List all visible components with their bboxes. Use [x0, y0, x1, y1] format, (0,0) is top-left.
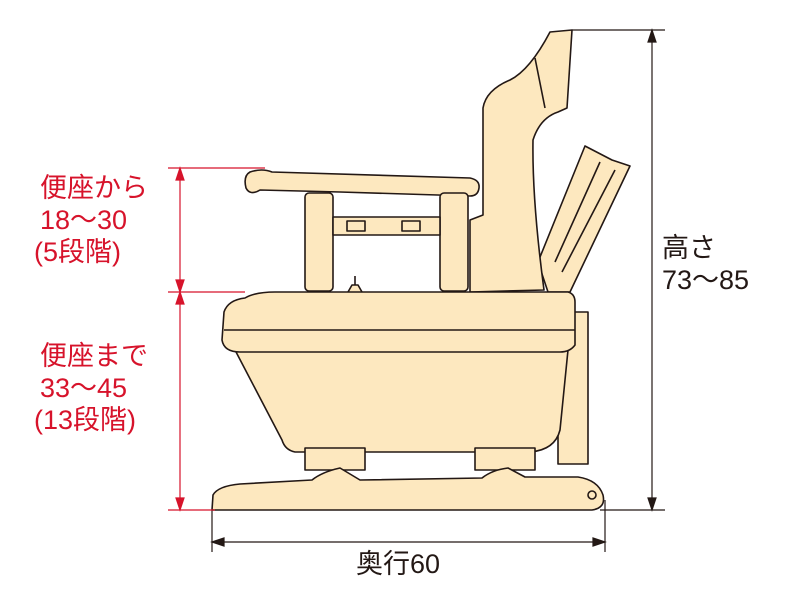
- foot-front: [304, 447, 366, 471]
- arrowhead: [592, 537, 607, 547]
- armrest: [244, 169, 480, 197]
- armrest-post-front: [304, 192, 334, 292]
- arrowhead: [175, 497, 185, 512]
- arrowhead: [647, 497, 657, 512]
- depth-label: 奥行60: [356, 548, 440, 580]
- backrest: [469, 29, 573, 293]
- arrowhead: [210, 537, 225, 547]
- crossbar-clip: [401, 220, 421, 232]
- toilet-bowl: [234, 349, 569, 453]
- label-line: 73～85: [662, 265, 750, 295]
- seat: [221, 291, 576, 353]
- label-line: 33～45: [40, 373, 128, 403]
- arrowhead: [175, 290, 185, 305]
- total-height-label: 高さ 73～85: [662, 232, 749, 296]
- label-line: 便座まで: [40, 341, 148, 371]
- label-line: 便座から: [40, 173, 148, 203]
- lid-line: [561, 169, 616, 273]
- seat-height-label: 便座まで 33～45 (13段階): [34, 340, 148, 436]
- label-line: (5段階): [34, 237, 121, 267]
- base-frame: [211, 467, 605, 511]
- arrowhead: [175, 166, 185, 181]
- armrest-height-label: 便座から 18～30 (5段階): [34, 172, 148, 268]
- seat-knob: [347, 284, 363, 293]
- caster-wheel: [587, 490, 597, 500]
- label-line: 18～30: [40, 205, 128, 235]
- crossbar-clip: [346, 220, 366, 232]
- lid-line: [554, 161, 601, 263]
- label-line: (13段階): [34, 405, 137, 435]
- arrowhead: [647, 28, 657, 43]
- arrowhead: [175, 279, 185, 294]
- backrest-edge: [534, 57, 546, 109]
- foot-rear: [474, 447, 536, 471]
- label-line: 高さ: [662, 233, 716, 263]
- folded-lid: [537, 145, 631, 293]
- armrest-post-rear: [439, 192, 469, 292]
- label-line: 奥行60: [356, 549, 441, 579]
